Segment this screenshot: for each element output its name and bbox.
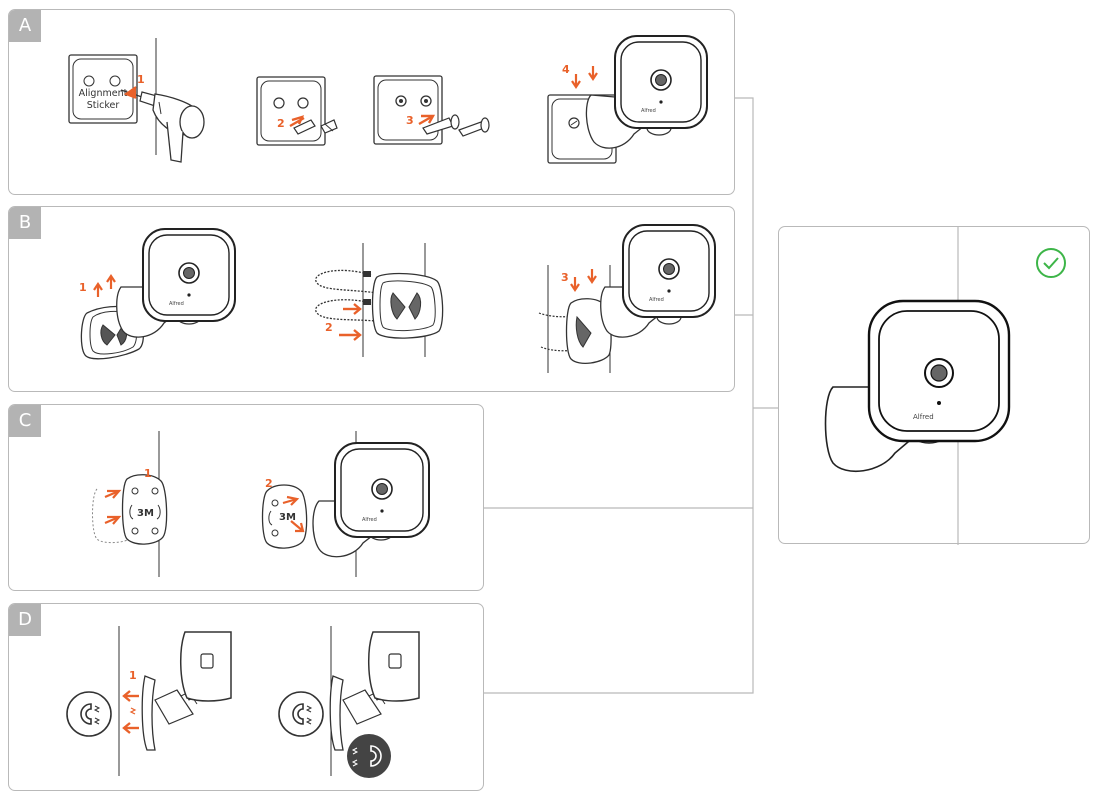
sticker-text-2: Sticker [87, 100, 120, 111]
adhesive-label: 3M [279, 512, 296, 523]
camera-brand: Alfred [169, 301, 184, 307]
adhesive-pad: 3M [121, 474, 168, 545]
camera: Alfred [142, 228, 236, 322]
anchor-icon [293, 119, 338, 135]
camera-brand: Alfred [649, 297, 664, 303]
panel-label: C [9, 405, 41, 437]
result-panel: Alfred [778, 226, 1090, 545]
panel-label: A [9, 10, 41, 42]
step-1: 1 [144, 467, 152, 480]
side-bracket [141, 675, 198, 751]
step-2: 2 [325, 321, 333, 334]
step-3: 3 [561, 271, 569, 284]
magnet-icon [347, 734, 391, 778]
camera-brand: Alfred [641, 108, 656, 114]
magnet-icon [66, 691, 112, 737]
camera-side [367, 631, 420, 702]
panel-c: C 3M 1 3M [8, 404, 484, 591]
adhesive-pad: 3M [261, 484, 308, 549]
mount-plate [371, 272, 444, 339]
result-illustration: Alfred [824, 227, 1066, 545]
camera: Alfred [867, 299, 1011, 443]
panel-a: A Alignment Sticker 1 [8, 9, 735, 195]
step-1: 1 [79, 281, 87, 294]
step-4: 4 [562, 63, 570, 76]
step-3: 3 [406, 114, 414, 127]
adhesive-label: 3M [137, 508, 154, 519]
mount-plate [565, 298, 612, 365]
panel-b-illustration: Alfred 1 2 [79, 224, 716, 373]
camera-brand: Alfred [362, 517, 377, 523]
magnet-icon [278, 691, 324, 737]
camera: Alfred [614, 35, 708, 129]
checkmark-icon [1036, 248, 1066, 278]
side-bracket [329, 675, 386, 751]
step-1: 1 [137, 73, 145, 86]
step-2: 2 [265, 477, 273, 490]
camera-brand: Alfred [913, 413, 934, 421]
step-1: 1 [129, 669, 137, 682]
panel-d: D 1 [8, 603, 484, 791]
camera: Alfred [334, 442, 430, 538]
zip-tie-icon [315, 269, 378, 322]
panel-b: B Alfred 1 [8, 206, 735, 392]
step-2: 2 [277, 117, 285, 130]
panel-label: D [9, 604, 41, 636]
panel-c-illustration: 3M 1 3M Alfred 2 [92, 431, 430, 577]
camera-side [179, 631, 232, 702]
camera: Alfred [622, 224, 716, 318]
sticker-text-1: Alignment [79, 88, 128, 99]
panel-label: B [9, 207, 41, 239]
screw-icon [422, 114, 490, 137]
drill-icon [120, 89, 205, 163]
panel-a-illustration: Alignment Sticker 1 2 [68, 35, 708, 164]
panel-d-illustration: 1 [66, 626, 420, 778]
